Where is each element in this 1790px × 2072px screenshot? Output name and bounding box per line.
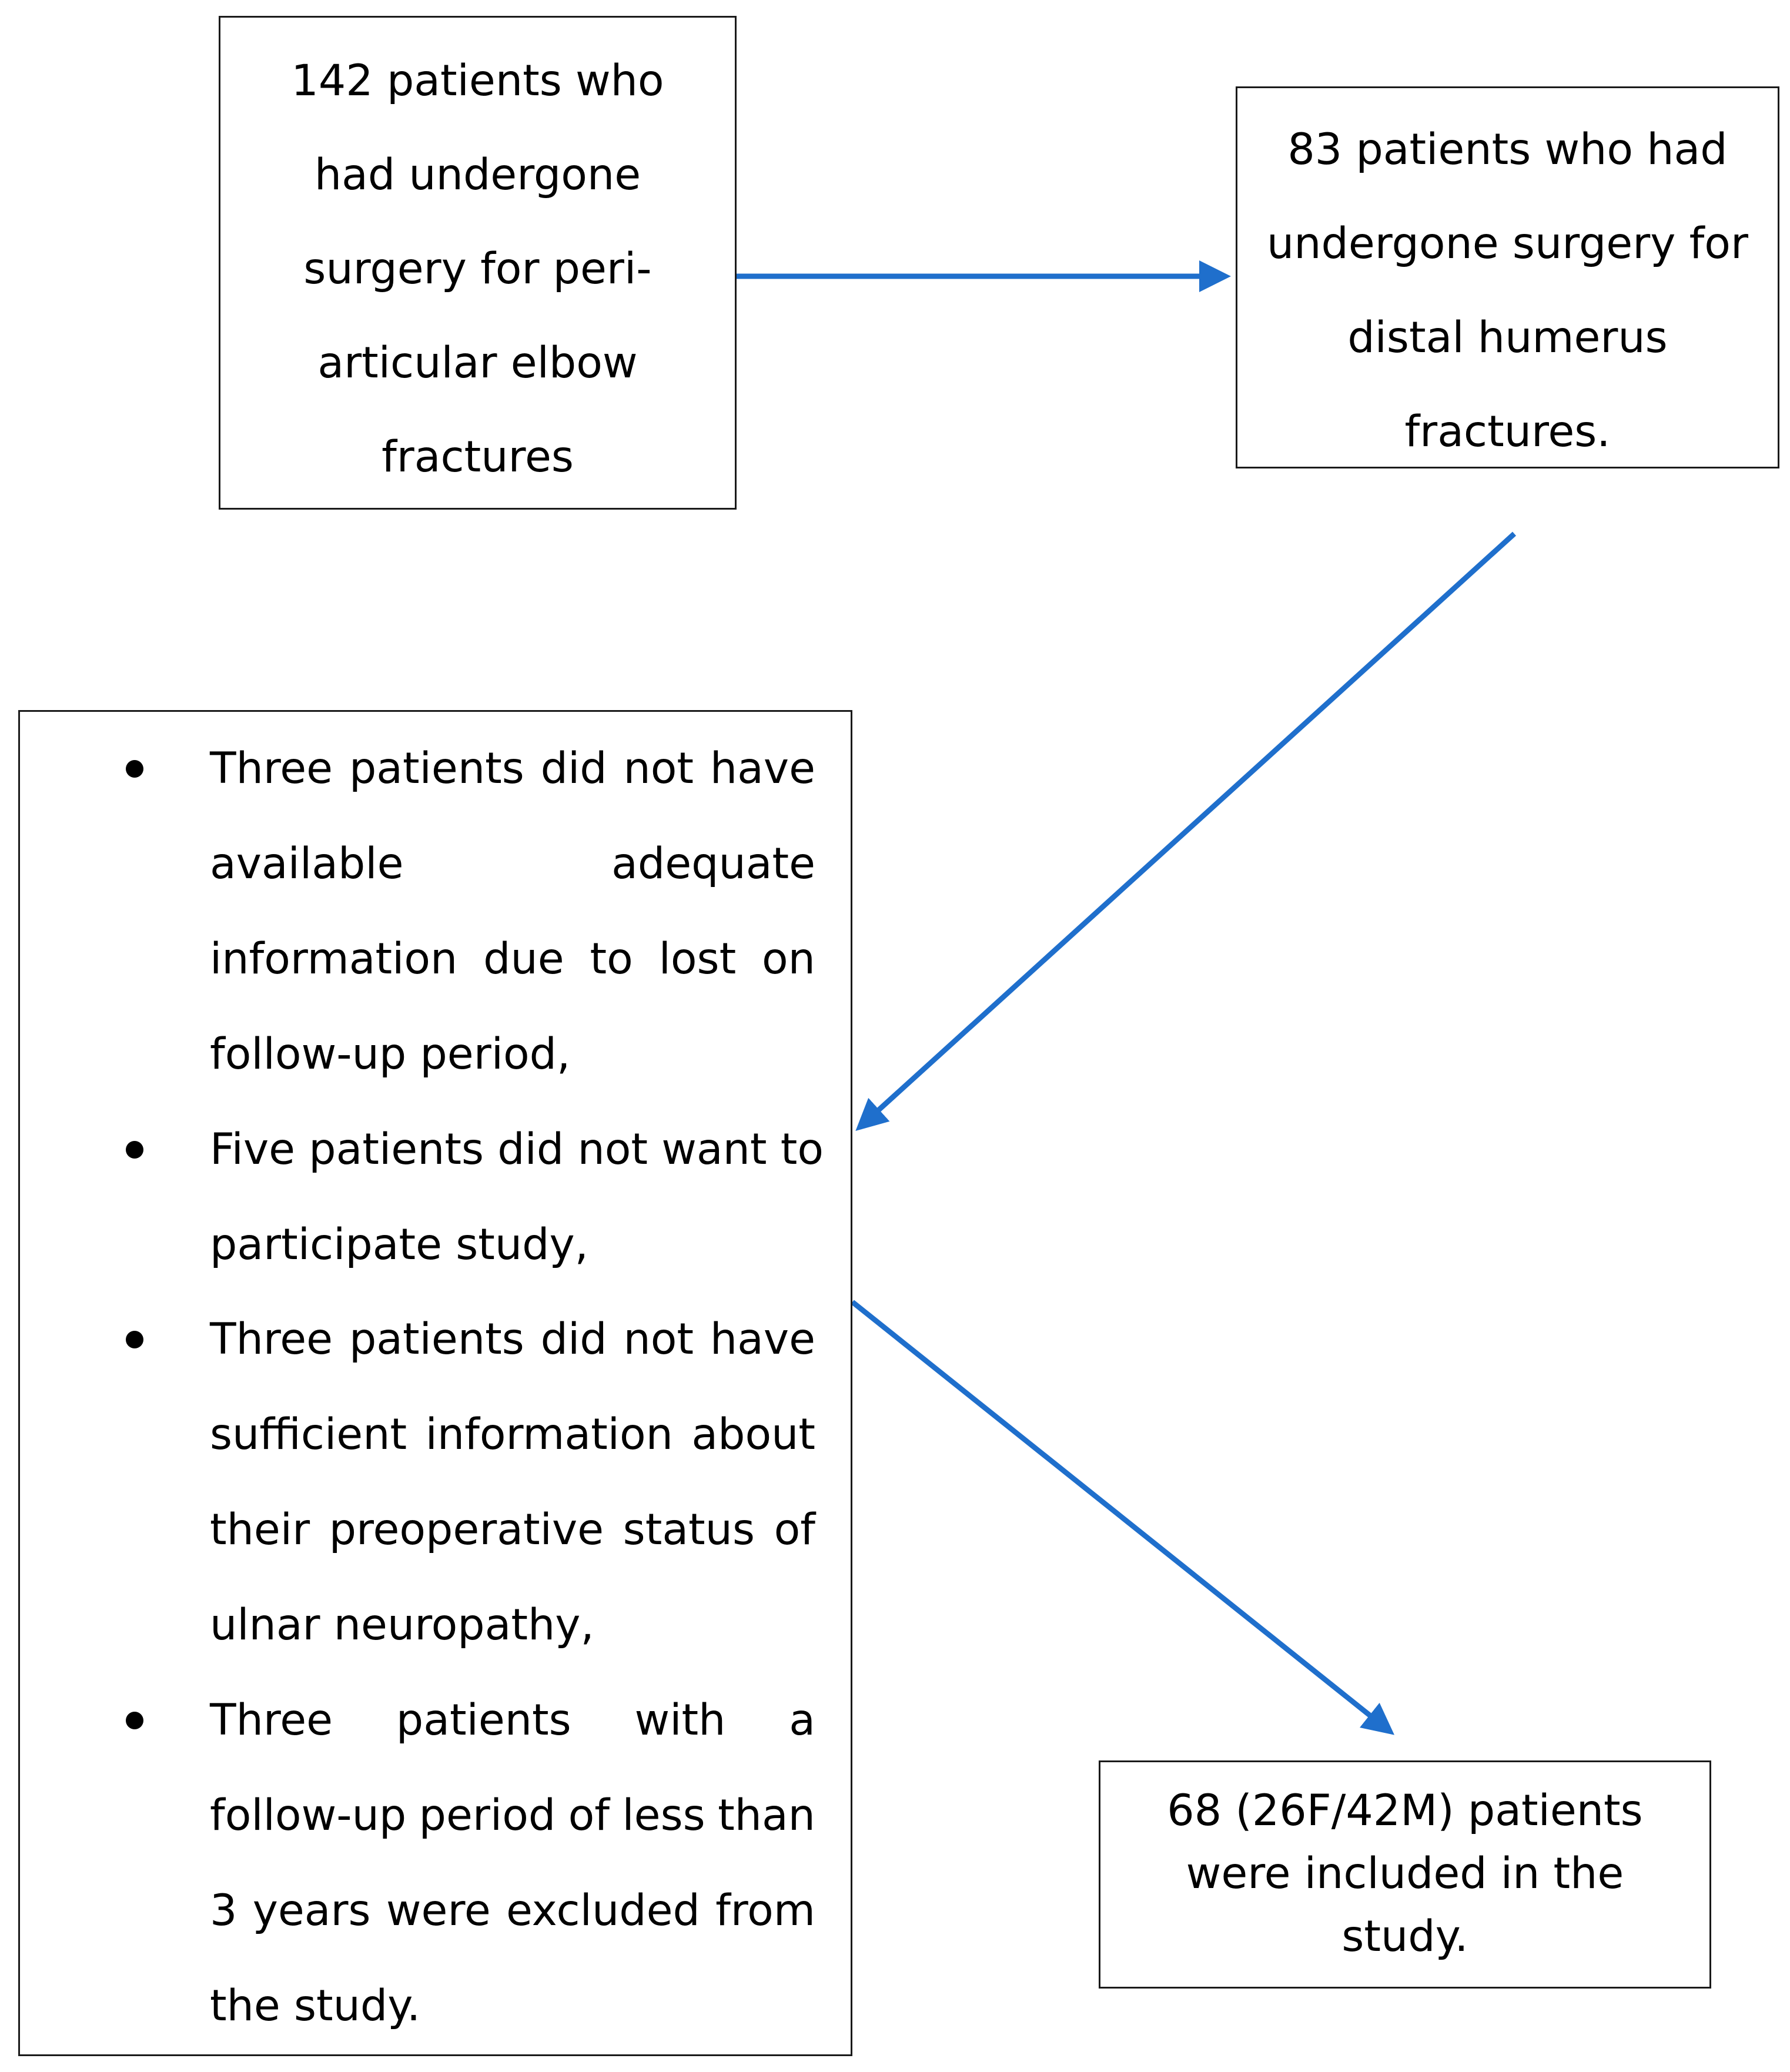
exclusion-word: patients xyxy=(349,1314,524,1364)
exclusion-word: patients xyxy=(349,744,524,794)
exclusion-word: information xyxy=(425,1410,673,1460)
included-patients-line: study. xyxy=(1341,1912,1468,1961)
exclusion-word: information xyxy=(210,934,458,984)
included-patients-box: 68 (26F/42M) patients were included in t… xyxy=(1099,1760,1711,1989)
distal-humerus-line: 83 patients who had xyxy=(1287,125,1728,175)
exclusion-word: Five patients did not want to xyxy=(210,1124,824,1174)
exclusion-word: were xyxy=(386,1886,491,1936)
exclusion-word: not xyxy=(623,1314,694,1364)
exclusion-word: participate study, xyxy=(210,1220,588,1270)
exclusion-word: ulnar neuropathy, xyxy=(210,1600,594,1650)
exclusion-word: Three xyxy=(210,1314,333,1364)
exclusion-word: their xyxy=(210,1505,310,1555)
exclusion-word: status xyxy=(623,1505,755,1555)
exclusion-word: patients xyxy=(396,1695,571,1745)
exclusion-word: have xyxy=(710,1314,815,1364)
initial-cohort-line: fractures xyxy=(382,432,574,482)
exclusion-word: period xyxy=(419,1790,556,1840)
exclusion-word: follow-up period, xyxy=(210,1029,571,1079)
distal-humerus-line: fractures. xyxy=(1404,407,1611,457)
included-patients-line: 68 (26F/42M) patients xyxy=(1167,1786,1643,1836)
exclusion-word: from xyxy=(715,1886,815,1936)
exclusion-word: with xyxy=(634,1695,726,1745)
exclusion-line: ulnar neuropathy, xyxy=(210,1599,815,1652)
exclusion-line: sufficient information about xyxy=(210,1408,815,1461)
exclusion-line: Five patients did not want to xyxy=(210,1123,824,1176)
exclusion-word: available xyxy=(210,839,404,889)
exclusion-word: 3 xyxy=(210,1886,237,1936)
initial-cohort-line: 142 patients who xyxy=(291,56,664,106)
bullet-icon xyxy=(126,1331,143,1348)
bullet-icon xyxy=(126,1712,143,1729)
exclusion-line: the study. xyxy=(210,1980,815,2033)
arrow-distal-to-excluded xyxy=(855,531,1517,1132)
exclusion-word: of xyxy=(774,1505,815,1555)
exclusion-line: 3 years were excluded from xyxy=(210,1884,815,1937)
exclusion-word: have xyxy=(710,744,815,794)
distal-humerus-line: undergone surgery for xyxy=(1267,219,1748,269)
exclusion-word: on xyxy=(762,934,815,984)
exclusion-word: sufficient xyxy=(210,1410,407,1460)
exclusion-word: to xyxy=(590,934,633,984)
exclusion-word: did xyxy=(540,1314,607,1364)
arrow-excluded-to-included xyxy=(851,1300,1395,1735)
exclusion-word: years xyxy=(252,1886,371,1936)
initial-cohort-line: articular elbow xyxy=(317,338,638,388)
exclusion-line: their preoperative status of xyxy=(210,1504,815,1556)
included-patients-line: were included in the xyxy=(1186,1849,1624,1899)
distal-humerus-box: 83 patients who had undergone surgery fo… xyxy=(1236,86,1779,468)
exclusion-word: lost xyxy=(658,934,737,984)
exclusion-line: follow-up period, xyxy=(210,1028,815,1081)
distal-humerus-line: distal humerus xyxy=(1347,313,1668,363)
exclusion-word: did xyxy=(540,744,607,794)
exclusion-line: Three patients with a xyxy=(210,1694,815,1747)
exclusion-word: the study. xyxy=(210,1981,421,2031)
exclusion-word: Three xyxy=(210,1695,333,1745)
exclusion-word: Three xyxy=(210,744,333,794)
initial-cohort-line: had undergone xyxy=(314,150,641,200)
exclusion-word: follow-up xyxy=(210,1790,407,1840)
exclusion-word: not xyxy=(623,744,694,794)
exclusion-line: available adequate xyxy=(210,838,815,891)
exclusion-word: less xyxy=(622,1790,705,1840)
bullet-icon xyxy=(126,1141,143,1159)
exclusion-word: of xyxy=(568,1790,610,1840)
exclusion-word: than xyxy=(718,1790,815,1840)
bullet-icon xyxy=(126,760,143,778)
exclusion-word: due xyxy=(483,934,564,984)
exclusion-word: preoperative xyxy=(329,1505,604,1555)
exclusion-word: excluded xyxy=(506,1886,700,1936)
exclusion-word: about xyxy=(691,1410,815,1460)
initial-cohort-line: surgery for peri- xyxy=(303,244,652,294)
exclusion-line: participate study, xyxy=(210,1219,815,1271)
exclusion-word: a xyxy=(789,1695,815,1745)
exclusion-word: adequate xyxy=(611,839,815,889)
initial-cohort-box: 142 patients who had undergone surgery f… xyxy=(219,16,737,510)
